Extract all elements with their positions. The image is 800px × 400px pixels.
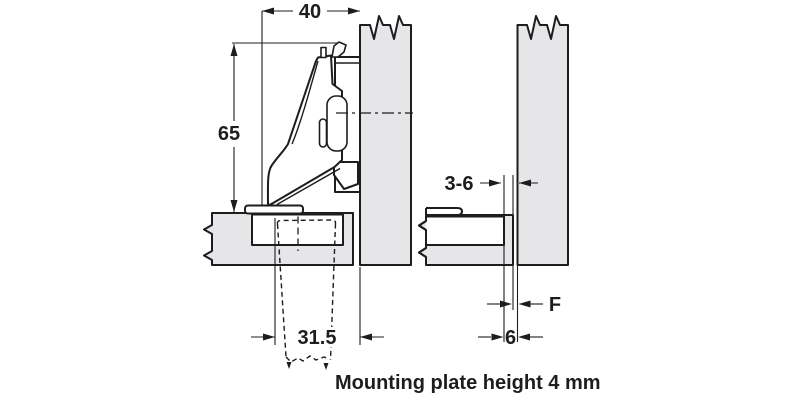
adjustment-slot [326,95,348,152]
screw-head [318,118,328,148]
right-section-view: 3-6 F 6 [418,15,569,349]
cabinet-side-panel [359,15,412,266]
door-break-edge [418,208,427,265]
dim-label-3-6: 3-6 [445,173,474,195]
dim-f: F [487,294,561,316]
left-section-view: 40 65 31.5 [203,1,413,370]
dim-label-f: F [549,294,561,316]
hinge [266,41,361,207]
dim-65: 65 [218,42,337,212]
dim-3-6: 3-6 [445,173,538,195]
cabinet-side-panel-right [516,15,569,266]
dim-label-40: 40 [299,1,321,23]
caption: Mounting plate height 4 mm [335,372,601,394]
hinge-cup-flange [244,204,304,215]
hinge-pin [320,46,327,59]
hinge-arm [266,54,343,207]
dim-label-6: 6 [505,327,516,349]
clip-lever [331,41,347,58]
cup-recess-right [426,215,505,246]
arm-edge-line [276,167,341,206]
door-profile [418,207,514,266]
dim-label-65: 65 [218,123,240,145]
drill-tip-arrow [323,363,329,370]
dim-31-5: 31.5 [251,218,384,349]
dim-6: 6 [478,327,543,349]
dim-label-31-5: 31.5 [298,327,337,349]
flange-tab-right [426,207,463,216]
drill-tip-arrow [286,362,292,369]
arm-inner-line [291,60,319,145]
